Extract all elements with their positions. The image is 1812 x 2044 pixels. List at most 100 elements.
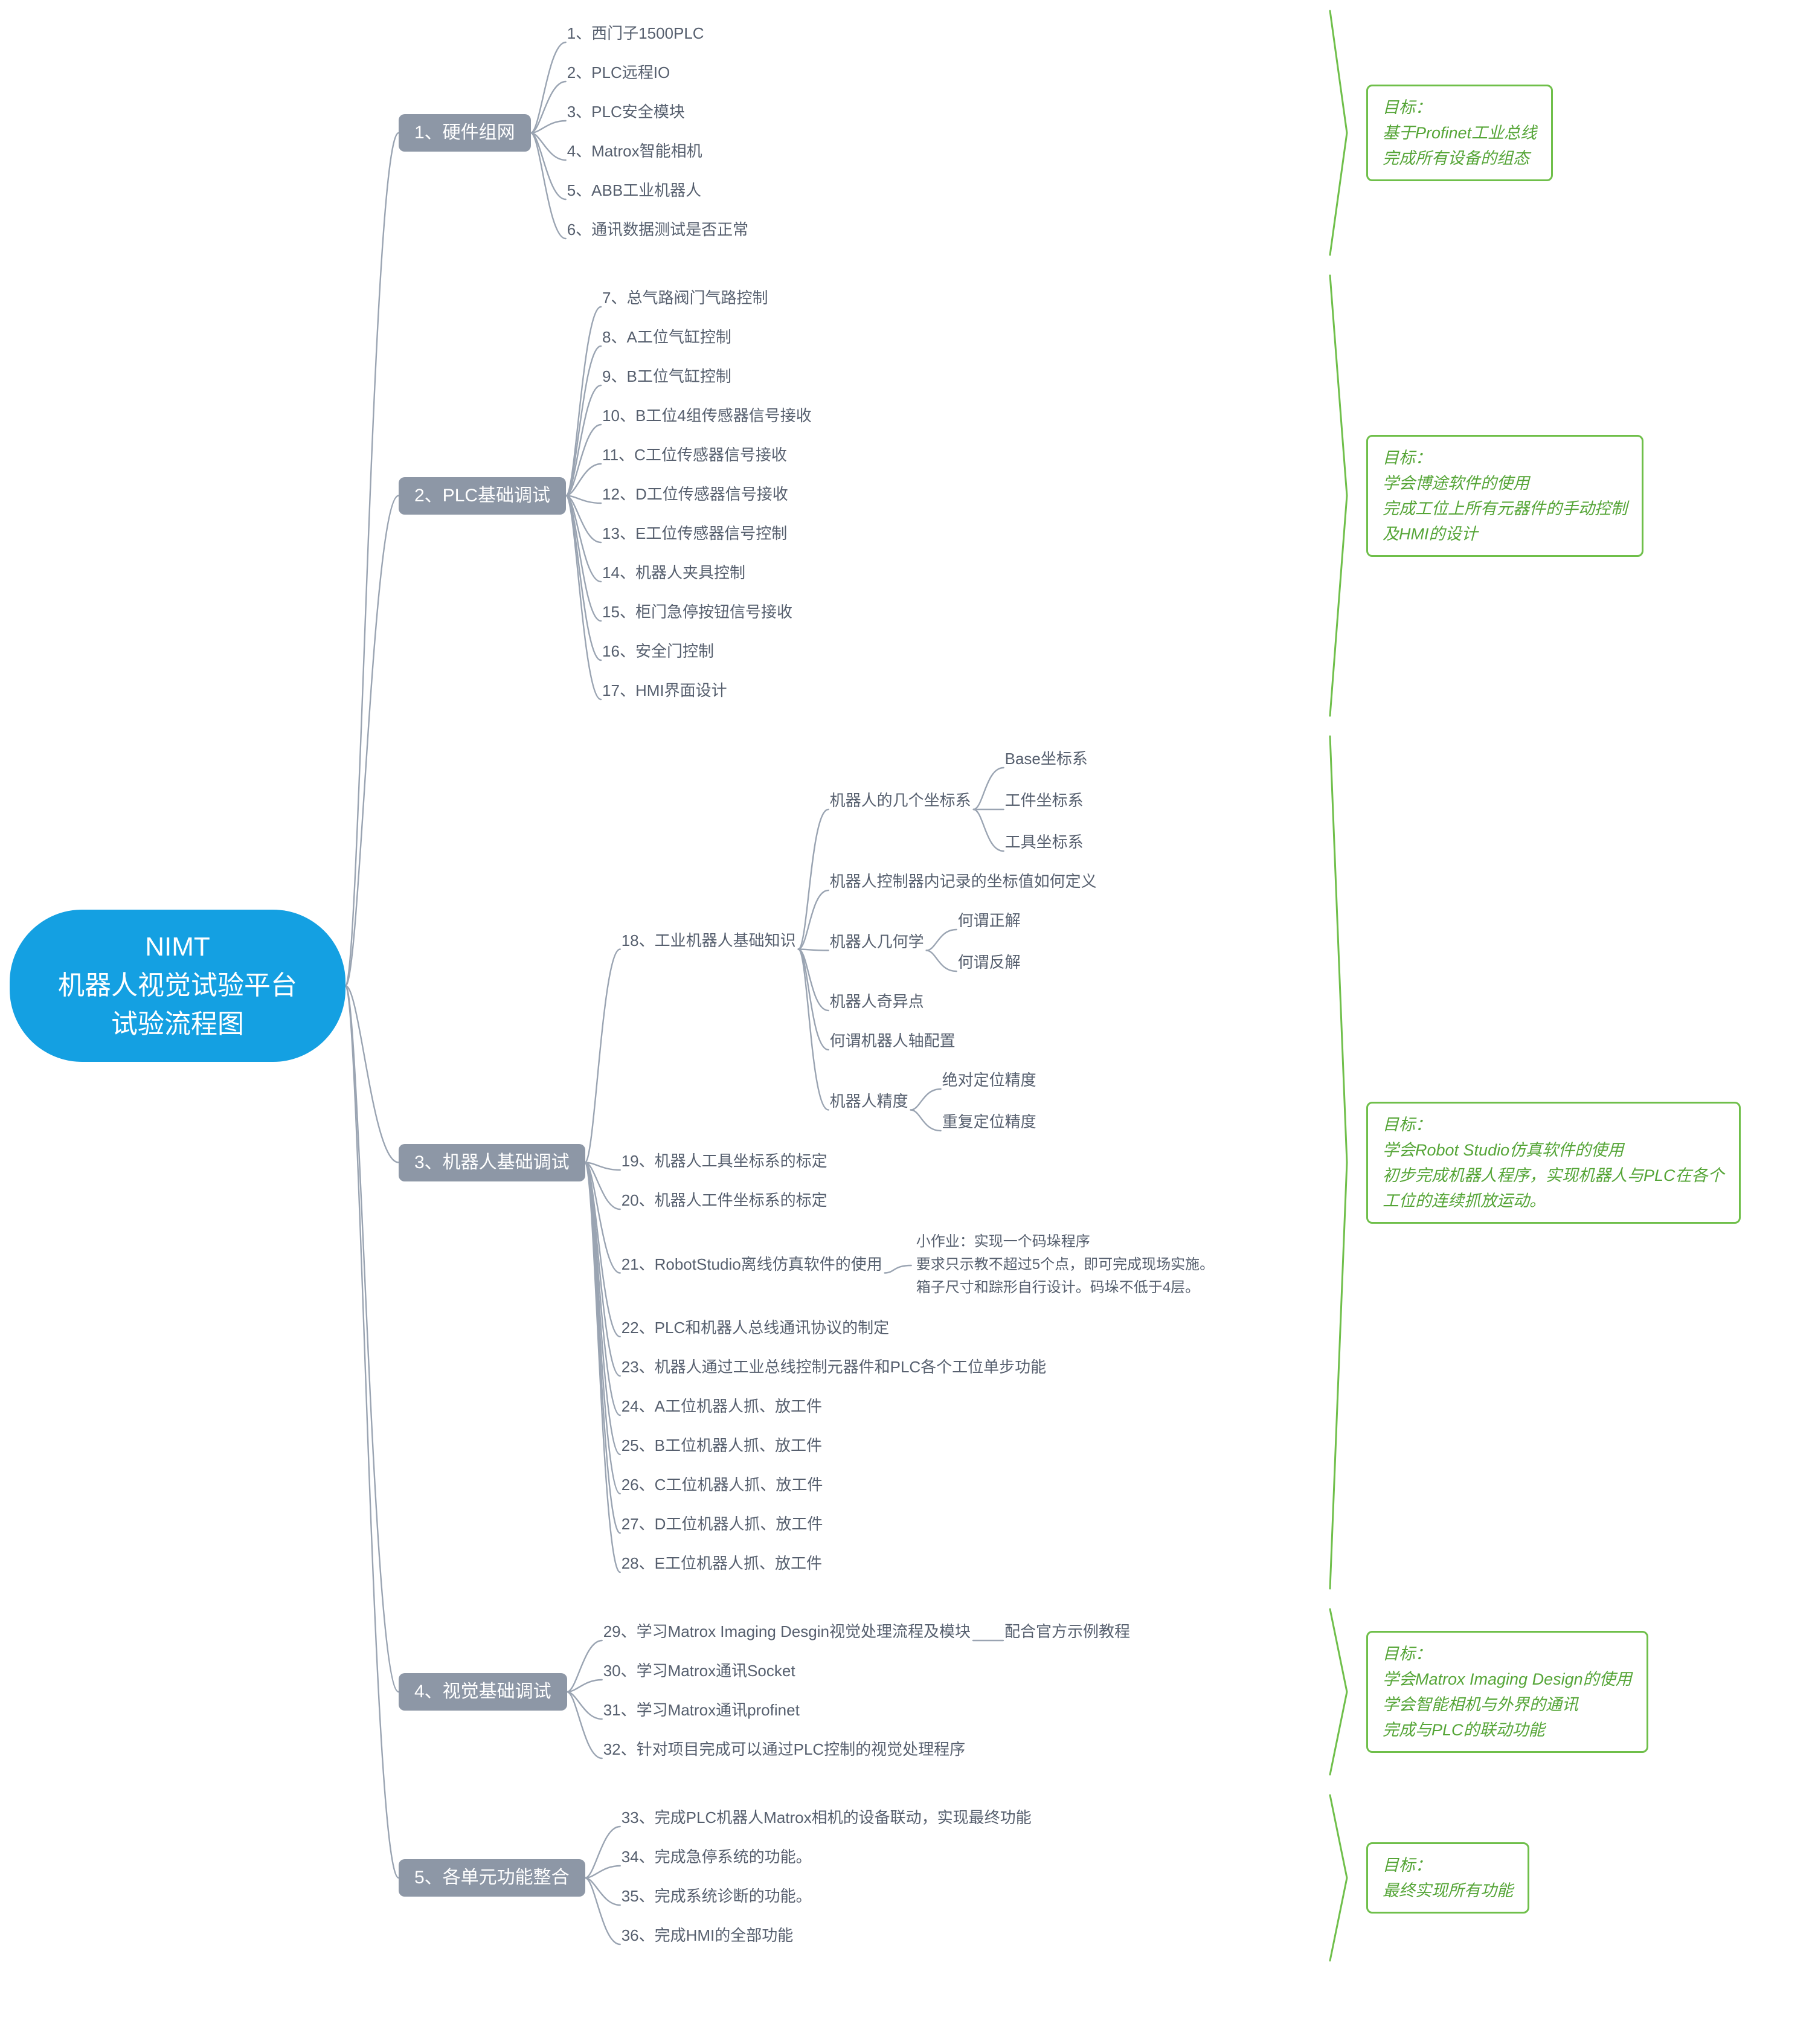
topic-subtree: 4、视觉基础调试 29、学习Matrox Imaging Desgin视觉处理流程…	[399, 1622, 1214, 1761]
main-topic-3[interactable]: 3、机器人基础调试	[399, 1143, 585, 1181]
goal-note-5[interactable]: 目标： 最终实现所有功能	[1366, 1842, 1529, 1914]
sub-topic[interactable]: 20、机器人工件坐标系的标定	[621, 1191, 827, 1209]
root-line: NIMT	[145, 932, 210, 962]
topic-subtree: 26、C工位机器人抓、放工件	[622, 1476, 1214, 1497]
sub-topic[interactable]: 32、针对项目完成可以通过PLC控制的视觉处理程序	[603, 1740, 966, 1758]
topic-subtree: 13、E工位传感器信号控制	[602, 524, 812, 545]
sub-topic[interactable]: 9、B工位气缸控制	[602, 367, 731, 385]
sub-topic[interactable]: 11、C工位传感器信号接收	[602, 446, 787, 464]
topic-subtree: 机器人的几个坐标系 Base坐标系工件坐标系工具坐标系	[830, 750, 1097, 854]
sub-topic[interactable]: 何谓反解	[957, 953, 1021, 971]
sub-topic[interactable]: 36、完成HMI的全部功能	[621, 1926, 794, 1944]
main-topic-4[interactable]: 4、视觉基础调试	[399, 1673, 567, 1711]
goal-line: 目标：	[1383, 448, 1431, 467]
goal-note-1[interactable]: 目标：基于Profinet工业总线完成所有设备的组态	[1366, 85, 1553, 181]
sub-topic[interactable]: 何谓正解	[957, 911, 1021, 930]
sub-topic[interactable]: 机器人精度	[829, 1091, 908, 1110]
children-group: 机器人的几个坐标系 Base坐标系工件坐标系工具坐标系机器人控制器内记录的坐标值如…	[830, 750, 1097, 1134]
sub-topic[interactable]: 7、总气路阀门气路控制	[602, 289, 768, 307]
sub-topic[interactable]: 绝对定位精度	[942, 1071, 1036, 1089]
sub-topic[interactable]: 机器人控制器内记录的坐标值如何定义	[829, 872, 1097, 890]
sub-topic[interactable]: 工具坐标系	[1004, 833, 1084, 851]
sub-topic[interactable]: 19、机器人工具坐标系的标定	[621, 1152, 827, 1170]
sub-topic[interactable]: 2、PLC远程IO	[567, 63, 670, 82]
goal-line: 最终实现所有功能	[1383, 1882, 1513, 1900]
sub-topic[interactable]: 29、学习Matrox Imaging Desgin视觉处理流程及模块	[603, 1622, 971, 1641]
sub-topic[interactable]: 4、Matrox智能相机	[567, 142, 702, 160]
topic-subtree: 3、PLC安全模块	[567, 103, 748, 124]
topic-subtree: 20、机器人工件坐标系的标定	[622, 1191, 1214, 1212]
topic-subtree: 28、E工位机器人抓、放工件	[622, 1554, 1214, 1575]
note-topic[interactable]: 小作业：实现一个码垛程序要求只示教不超过5个点，即可完成现场实施。箱子尺寸和踪形…	[916, 1230, 1214, 1300]
sub-topic[interactable]: 22、PLC和机器人总线通讯协议的制定	[621, 1319, 890, 1337]
main-topic-2[interactable]: 2、PLC基础调试	[399, 477, 567, 515]
goal-line: 学会博途软件的使用	[1383, 474, 1529, 492]
sub-topic[interactable]: 机器人几何学	[829, 932, 924, 951]
sub-topic[interactable]: 12、D工位传感器信号接收	[602, 485, 788, 503]
sub-topic[interactable]: 机器人的几个坐标系	[829, 791, 971, 809]
goal-line: 工位的连续抓放运动。	[1383, 1191, 1546, 1210]
sub-topic[interactable]: 17、HMI界面设计	[602, 681, 727, 699]
sub-topic[interactable]: 5、ABB工业机器人	[567, 181, 702, 199]
sub-topic[interactable]: 重复定位精度	[942, 1113, 1036, 1131]
goal-line: 初步完成机器人程序，实现机器人与PLC在各个	[1383, 1166, 1724, 1184]
topic-subtree: 10、B工位4组传感器信号接收	[602, 407, 812, 428]
sub-topic[interactable]: 8、A工位气缸控制	[602, 328, 731, 346]
sub-topic[interactable]: 33、完成PLC机器人Matrox相机的设备联动，实现最终功能	[621, 1808, 1032, 1827]
sub-topic[interactable]: 23、机器人通过工业总线控制元器件和PLC各个工位单步功能	[621, 1358, 1047, 1376]
sub-topic[interactable]: 27、D工位机器人抓、放工件	[621, 1515, 823, 1533]
topic-subtree: 机器人几何学 何谓正解何谓反解	[830, 911, 1097, 974]
sub-topic[interactable]: 24、A工位机器人抓、放工件	[621, 1397, 822, 1415]
topic-subtree: 16、安全门控制	[602, 642, 812, 663]
sub-topic[interactable]: Base坐标系	[1004, 750, 1088, 768]
sub-topic[interactable]: 34、完成急停系统的功能。	[621, 1848, 812, 1866]
topic-subtree: Base坐标系	[1005, 750, 1088, 771]
goal-bracket	[1329, 274, 1348, 717]
sub-topic[interactable]: 10、B工位4组传感器信号接收	[602, 407, 812, 425]
sub-topic[interactable]: 14、机器人夹具控制	[602, 564, 745, 582]
topic-subtree: 14、机器人夹具控制	[602, 564, 812, 585]
sub-topic[interactable]: 3、PLC安全模块	[567, 103, 685, 121]
goal-note-2[interactable]: 目标：学会博途软件的使用完成工位上所有元器件的手动控制及HMI的设计	[1366, 434, 1643, 557]
sub-topic[interactable]: 13、E工位传感器信号控制	[602, 524, 788, 542]
main-topic-5[interactable]: 5、各单元功能整合	[399, 1859, 585, 1897]
topic-subtree: 11、C工位传感器信号接收	[602, 446, 812, 467]
sub-topic[interactable]: 18、工业机器人基础知识	[621, 931, 796, 950]
sub-topic[interactable]: 21、RobotStudio离线仿真软件的使用	[621, 1255, 882, 1273]
goal-line: 目标：	[1383, 1856, 1431, 1874]
topic-subtree: 2、PLC远程IO	[567, 63, 748, 85]
sub-topic[interactable]: 6、通讯数据测试是否正常	[567, 220, 749, 239]
goal-bracket	[1329, 1794, 1348, 1962]
topic-subtree: 机器人奇异点	[830, 992, 1097, 1014]
goal-note-3[interactable]: 目标：学会Robot Studio仿真软件的使用初步完成机器人程序，实现机器人与…	[1366, 1101, 1741, 1224]
sub-topic[interactable]: 35、完成系统诊断的功能。	[621, 1887, 812, 1905]
children-group: 29、学习Matrox Imaging Desgin视觉处理流程及模块 配合官方示…	[603, 1622, 1130, 1761]
topic-subtree: 7、总气路阀门气路控制	[602, 289, 812, 310]
sub-topic[interactable]: 配合官方示例教程	[1004, 1622, 1130, 1641]
topic-subtree: 1、西门子1500PLC	[567, 24, 748, 45]
sub-topic[interactable]: 16、安全门控制	[602, 642, 714, 660]
topic-subtree: 24、A工位机器人抓、放工件	[622, 1397, 1214, 1418]
root-line: 机器人视觉试验平台	[58, 971, 297, 1000]
goal-bracket-shape	[1329, 10, 1348, 256]
sub-topic[interactable]: 工件坐标系	[1004, 791, 1084, 809]
sub-topic[interactable]: 15、柜门急停按钮信号接收	[602, 603, 792, 621]
topic-subtree: 15、柜门急停按钮信号接收	[602, 603, 812, 624]
goal-note-4[interactable]: 目标：学会Matrox Imaging Design的使用学会智能相机与外界的通…	[1366, 1631, 1648, 1753]
sub-topic[interactable]: 28、E工位机器人抓、放工件	[621, 1554, 822, 1572]
topic-subtree: 30、学习Matrox通讯Socket	[603, 1662, 1130, 1683]
sub-topic[interactable]: 26、C工位机器人抓、放工件	[621, 1476, 823, 1494]
sub-topic[interactable]: 1、西门子1500PLC	[567, 24, 704, 42]
sub-topic[interactable]: 25、B工位机器人抓、放工件	[621, 1436, 822, 1454]
sub-topic[interactable]: 31、学习Matrox通讯profinet	[603, 1701, 800, 1719]
sub-topic[interactable]: 何谓机器人轴配置	[829, 1032, 956, 1050]
children-group: 小作业：实现一个码垛程序要求只示教不超过5个点，即可完成现场实施。箱子尺寸和踪形…	[916, 1230, 1214, 1300]
sub-topic[interactable]: 机器人奇异点	[829, 992, 924, 1011]
main-topic-1[interactable]: 1、硬件组网	[399, 114, 531, 152]
topic-subtree: 小作业：实现一个码垛程序要求只示教不超过5个点，即可完成现场实施。箱子尺寸和踪形…	[916, 1230, 1214, 1300]
sub-topic[interactable]: 30、学习Matrox通讯Socket	[603, 1662, 795, 1680]
